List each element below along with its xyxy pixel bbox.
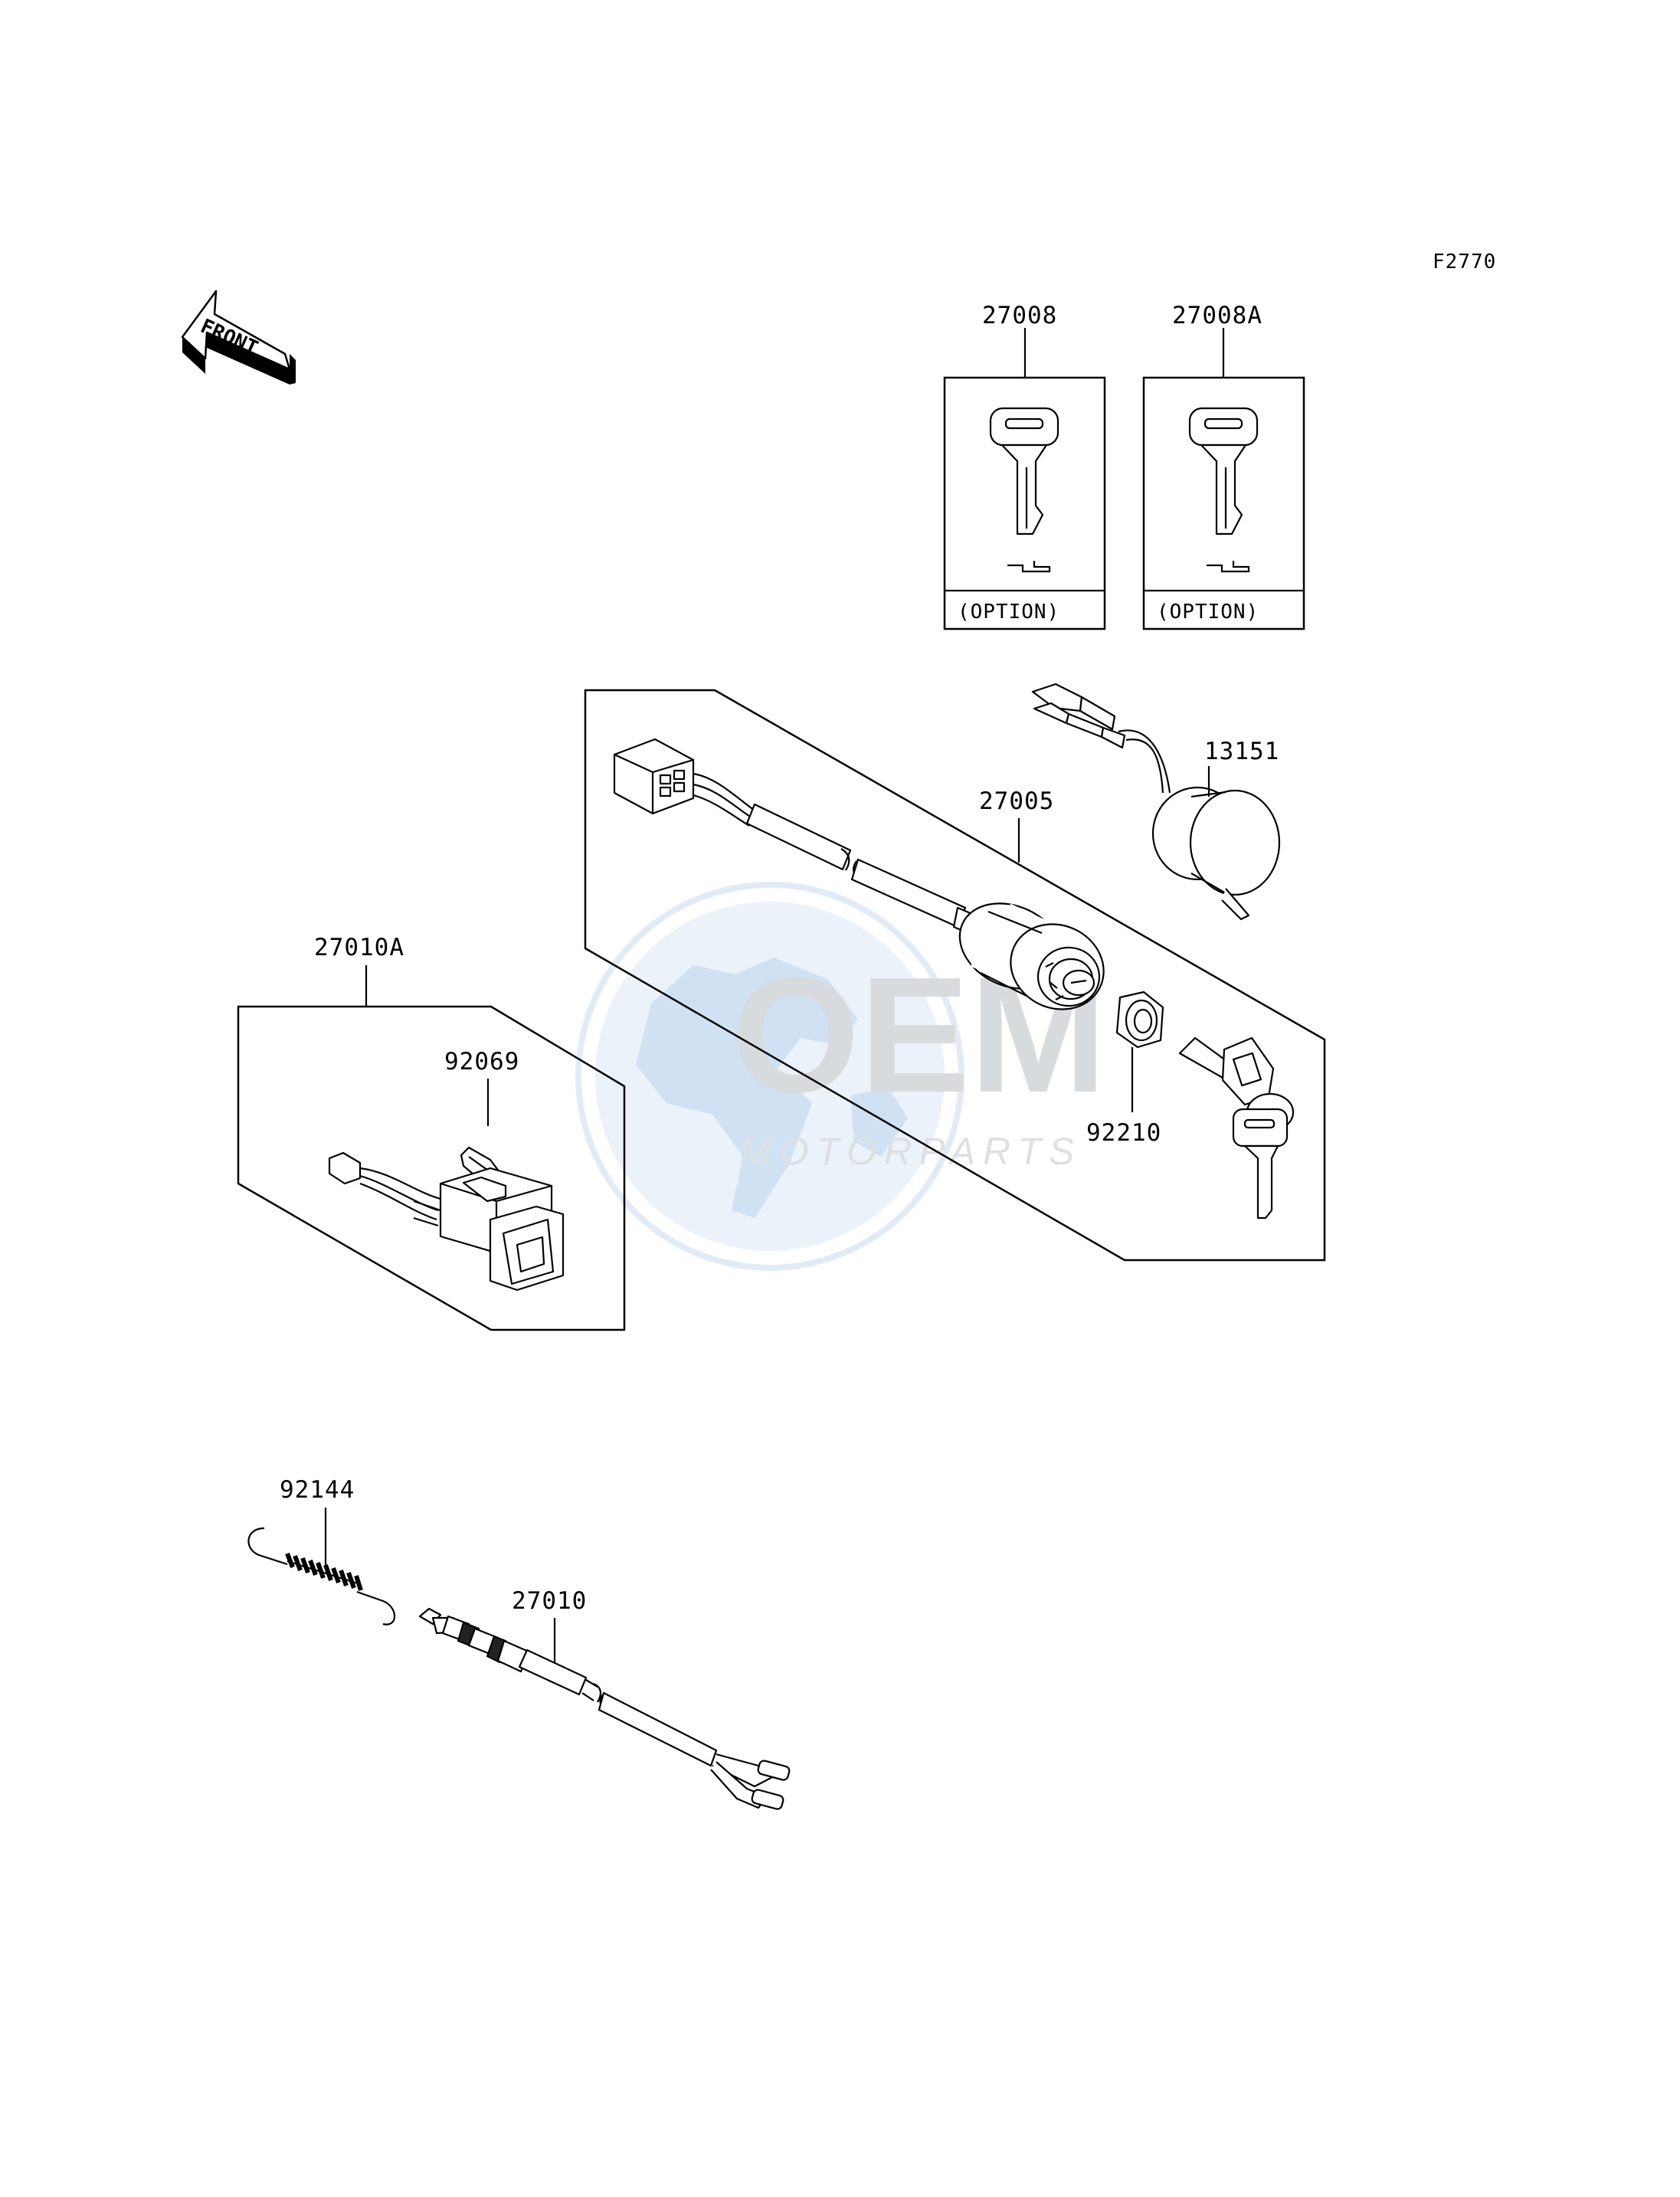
part-label-27010: 27010 [512,1587,587,1615]
socket-icon [1031,683,1281,921]
front-arrow-icon: FRONT [181,290,296,385]
key-icon [1188,407,1259,573]
brake-switch-icon [418,1607,791,1810]
part-label-27008: 27008 [982,302,1057,329]
part-label-92069: 92069 [444,1048,519,1076]
watermark-globe [575,882,964,1271]
part-label-92144: 92144 [280,1476,355,1504]
figure-code: F2770 [1433,250,1496,273]
part-label-27010a: 27010A [314,934,404,961]
key-blank-box: 27008 (OPTION) [943,302,1106,630]
spring-group: 92144 [247,1476,395,1626]
option-label-27008a: (OPTION) [1157,601,1259,624]
part-label-13151: 13151 [1204,738,1279,765]
nut-icon [1115,990,1164,1049]
keys-icon [1178,1036,1295,1220]
connector-icon [613,738,695,815]
switch-lamp-assy-frame: 27010A 92069 [237,934,626,1331]
key-icon [989,407,1059,573]
brake-switch-group: 27010 [418,1587,791,1810]
oem-watermark: OEM MOTORPARTS [575,882,1107,1271]
ignition-switch-icon [958,902,1105,1010]
part-label-27005: 27005 [979,787,1054,815]
spring-icon [247,1527,395,1626]
illuminated-switch-icon [328,1151,565,1292]
option-label-27008: (OPTION) [958,601,1059,624]
watermark-tagline: MOTORPARTS [739,1130,1082,1173]
key-blank-a-box: 27008A (OPTION) [1142,302,1305,630]
main-switch-assy-frame: 27005 [584,683,1326,1262]
part-label-92210: 92210 [1086,1119,1161,1147]
part-label-27008a: 27008A [1172,302,1262,329]
